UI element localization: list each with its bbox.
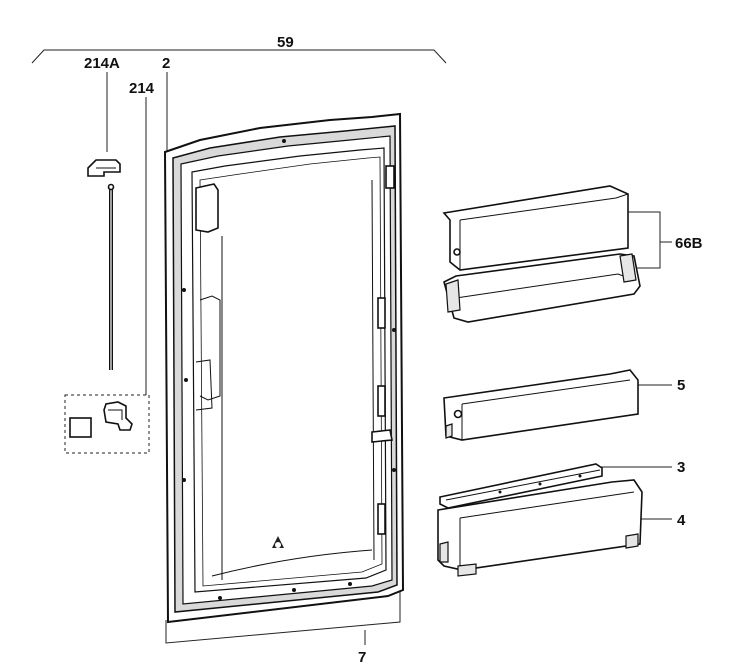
- part-214-kit: [64, 394, 150, 454]
- label-214: 214: [129, 80, 155, 97]
- part-214a-hinge-clip: [87, 159, 121, 370]
- label-66b: 66B: [675, 235, 703, 252]
- label-214a: 214A: [84, 55, 120, 72]
- part-2-door-frame: [163, 112, 405, 624]
- label-3: 3: [677, 459, 685, 476]
- part-66b-shelf-with-lid: [442, 185, 641, 323]
- label-4: 4: [677, 512, 686, 529]
- leader-lines: [31, 49, 672, 645]
- label-2: 2: [162, 55, 170, 72]
- label-7: 7: [358, 649, 366, 666]
- label-59: 59: [277, 34, 294, 51]
- part-3-shelf-lid: [439, 463, 603, 509]
- part-5-door-shelf: [443, 369, 639, 441]
- leader-59: [31, 49, 447, 64]
- label-5: 5: [677, 377, 685, 394]
- part-4-bottle-shelf: [437, 479, 643, 577]
- leader-66b: [628, 211, 661, 269]
- leader-7: [165, 592, 401, 644]
